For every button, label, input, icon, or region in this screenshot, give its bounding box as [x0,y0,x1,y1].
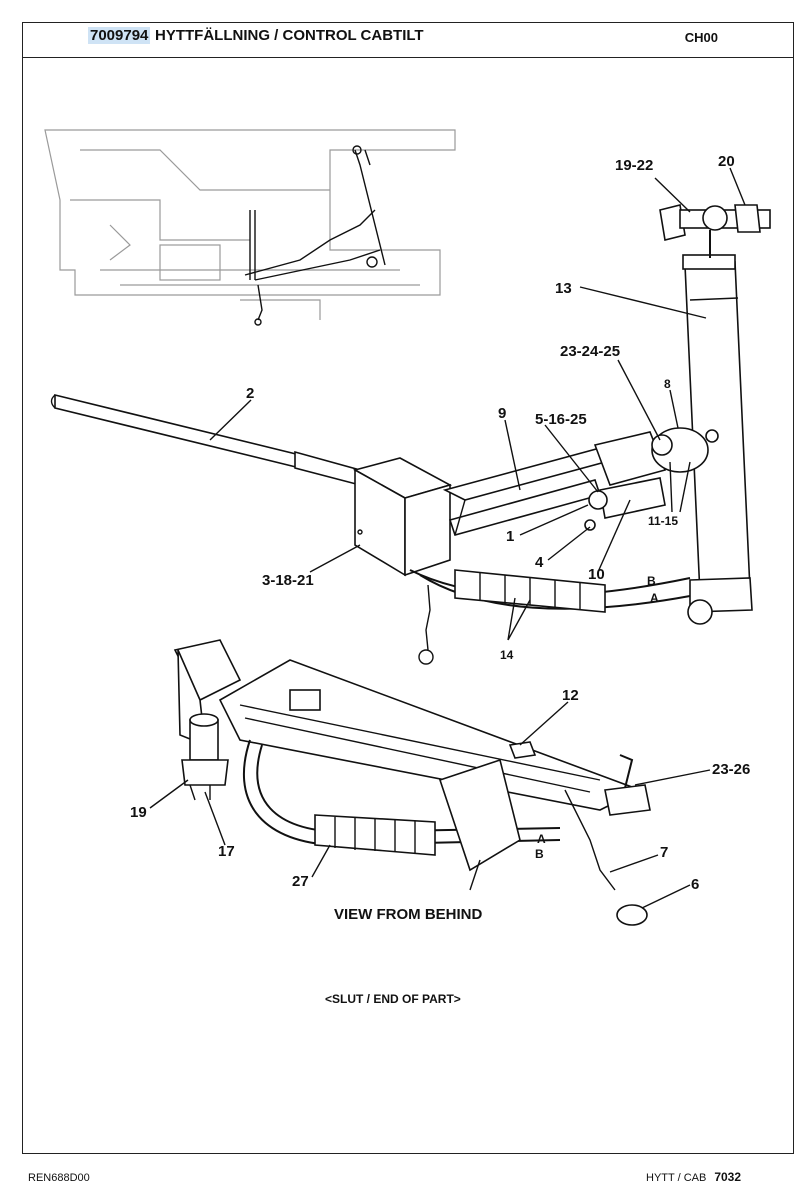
callout-27: 27 [292,873,309,890]
callout-11-15: 11-15 [648,514,678,528]
callout-10: 10 [588,566,605,583]
part-number[interactable]: 7009794 [88,27,151,44]
page-header: 7009794 HYTTFÄLLNING / CONTROL CABTILT C… [22,22,794,58]
hose-label-b-main: B [647,574,656,588]
hose-label-a-rear: A [537,832,546,846]
callout-13: 13 [555,280,572,297]
hose-label-a-main: A [650,591,659,605]
document-code: REN688D00 [28,1172,90,1184]
callout-23-24-25: 23-24-25 [560,343,620,360]
main-assembly [50,204,771,665]
callout-2: 2 [246,385,254,402]
rear-view-assembly [173,639,651,926]
page-title: HYTTFÄLLNING / CONTROL CABTILT [155,27,424,44]
callout-5-16-25: 5-16-25 [535,411,587,428]
callout-19-22: 19-22 [615,157,653,174]
end-of-part-note: <SLUT / END OF PART> [325,992,461,1006]
callout-23-26: 23-26 [712,761,750,778]
leader-lines [149,167,746,909]
page-frame [22,22,794,1154]
footer-page-info: HYTT / CAB 7032 [646,1170,741,1184]
callout-12: 12 [562,687,579,704]
callout-14: 14 [500,648,514,662]
callout-8: 8 [664,377,671,391]
callout-3-18-21: 3-18-21 [262,572,314,589]
overview-sketch [44,129,456,326]
section-code: CH00 [684,30,718,45]
callout-7: 7 [660,844,668,861]
page-number: 7032 [714,1170,742,1184]
callout-1: 1 [506,528,514,545]
callout-19: 19 [130,804,147,821]
callout-9: 9 [498,405,506,422]
callout-labels: 19-22 20 13 23-24-25 8 2 9 5-16-25 1 11-… [130,153,750,893]
callout-6: 6 [691,876,699,893]
callout-20: 20 [718,153,735,170]
view-caption: VIEW FROM BEHIND [334,906,482,923]
footer-section: HYTT / CAB [646,1172,707,1184]
callout-17: 17 [218,843,235,860]
hose-label-b-rear: B [535,847,544,861]
callout-4: 4 [535,554,544,571]
